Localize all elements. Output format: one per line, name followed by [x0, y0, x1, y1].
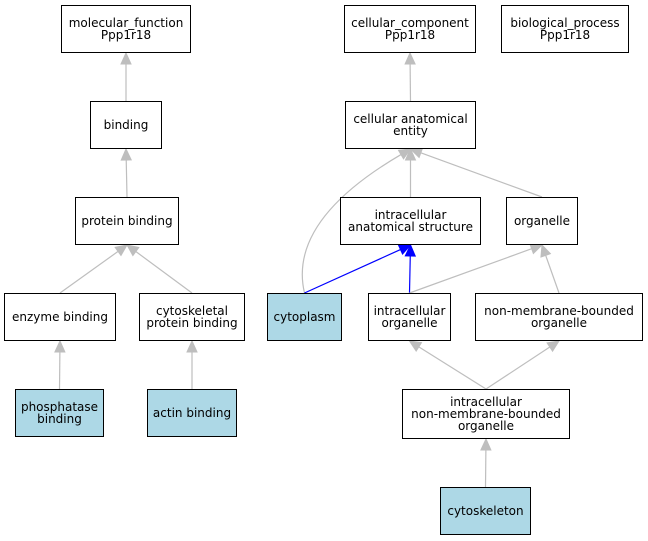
node-molecular-function[interactable]: molecular_function Ppp1r18: [61, 5, 191, 53]
node-cellular-component[interactable]: cellular_component Ppp1r18: [344, 5, 476, 53]
node-organelle[interactable]: organelle: [506, 197, 578, 245]
node-cellular-anatomical-entity[interactable]: cellular anatomical entity: [345, 101, 476, 149]
node-protein-binding[interactable]: protein binding: [75, 197, 179, 245]
node-label-line: binding: [37, 412, 82, 426]
node-label-line: organelle: [530, 316, 588, 330]
node-label-line: cellular anatomical: [353, 112, 468, 126]
node-label-line: cellular_component: [351, 16, 469, 30]
edge-arrowhead: [54, 339, 66, 353]
edge-protein_binding-to-binding: [125, 159, 128, 198]
node-label-line: Ppp1r18: [539, 28, 591, 42]
node-label-line: anatomical structure: [348, 220, 473, 234]
edge-arrowhead: [540, 243, 552, 258]
edge-arrowhead: [529, 243, 544, 255]
node-label-line: organelle: [457, 419, 515, 433]
edge-intracellular_organelle-to-organelle: [409, 248, 532, 294]
node-label-line: protein binding: [146, 316, 238, 330]
edge-organelle-to-cellular_anatomical_entity: [420, 152, 543, 198]
edge-arrowhead: [120, 51, 132, 65]
edge-arrowhead: [408, 340, 423, 353]
node-biological-process[interactable]: biological_process Ppp1r18: [501, 5, 629, 53]
edge-intracellular_non_membrane_bounded_organelle-to-intracellular_organelle: [418, 346, 487, 390]
edge-arrowhead: [397, 148, 412, 160]
node-phosphatase-binding[interactable]: phosphatase binding: [15, 389, 104, 437]
node-label-line: intracellular: [373, 304, 446, 318]
node-cytoskeletal-protein-binding[interactable]: cytoskeletal protein binding: [139, 293, 245, 341]
edge-arrowhead: [546, 340, 561, 353]
node-label-line: cytoskeletal: [155, 304, 228, 318]
node-label-line: non-membrane-bounded: [484, 304, 634, 318]
node-label-line: non-membrane-bounded: [411, 407, 561, 421]
edge-intracellular_non_membrane_bounded_organelle-to-non_membrane_bounded_organelle: [485, 346, 551, 390]
edge-cytoplasm-to-intracellular_anatomical_structure: [304, 248, 401, 294]
node-actin-binding[interactable]: actin binding: [147, 389, 237, 437]
edge-arrowhead: [120, 147, 133, 161]
edge-arrowhead: [114, 244, 128, 257]
node-label-line: protein binding: [81, 214, 173, 228]
edge-arrowhead: [404, 243, 417, 257]
node-label-line: intracellular: [374, 208, 447, 222]
node-non-membrane-bounded-organelle[interactable]: non-membrane-bounded organelle: [475, 293, 643, 341]
edge-intracellular_organelle-to-intracellular_anatomical_structure: [408, 255, 411, 294]
node-label-line: entity: [393, 124, 428, 138]
node-label-line: actin binding: [152, 406, 232, 420]
node-label-line: binding: [103, 118, 149, 132]
node-label-line: organelle: [513, 214, 571, 228]
node-label-line: cytoskeleton: [447, 504, 524, 518]
edge-arrowhead: [186, 339, 198, 353]
node-label-line: organelle: [381, 316, 438, 330]
edge-non_membrane_bounded_organelle-to-organelle: [545, 255, 560, 294]
node-label-line: Ppp1r18: [100, 28, 152, 42]
node-intracellular-organelle[interactable]: intracellular organelle: [368, 293, 451, 341]
node-label-line: biological_process: [510, 16, 620, 30]
edge-cytoskeletal_protein_binding-to-protein_binding: [135, 251, 193, 294]
node-cytoskeleton[interactable]: cytoskeleton: [440, 487, 531, 535]
edge-cytoplasm-to-cellular_anatomical_entity: [301, 154, 402, 294]
node-intracellular-anatomical-structure[interactable]: intracellular anatomical structure: [340, 197, 481, 245]
node-intracellular-non-membrane-bounded-organelle[interactable]: intracellular non-membrane-bounded organ…: [402, 389, 570, 439]
edge-arrowhead: [126, 244, 140, 257]
node-label-line: Ppp1r18: [384, 28, 436, 42]
edge-arrowhead: [480, 437, 492, 451]
node-label-line: enzyme binding: [11, 310, 108, 324]
node-binding[interactable]: binding: [90, 101, 162, 149]
node-label-line: phosphatase: [20, 400, 99, 414]
node-label-line: cytoplasm: [273, 310, 336, 324]
node-enzyme-binding[interactable]: enzyme binding: [4, 293, 116, 341]
edge-arrowhead: [404, 51, 416, 65]
node-cytoplasm[interactable]: cytoplasm: [267, 293, 342, 341]
node-label-line: molecular_function: [68, 16, 184, 30]
edge-arrowhead: [404, 147, 417, 161]
node-label-line: intracellular: [450, 395, 522, 409]
edge-enzyme_binding-to-protein_binding: [59, 250, 119, 294]
